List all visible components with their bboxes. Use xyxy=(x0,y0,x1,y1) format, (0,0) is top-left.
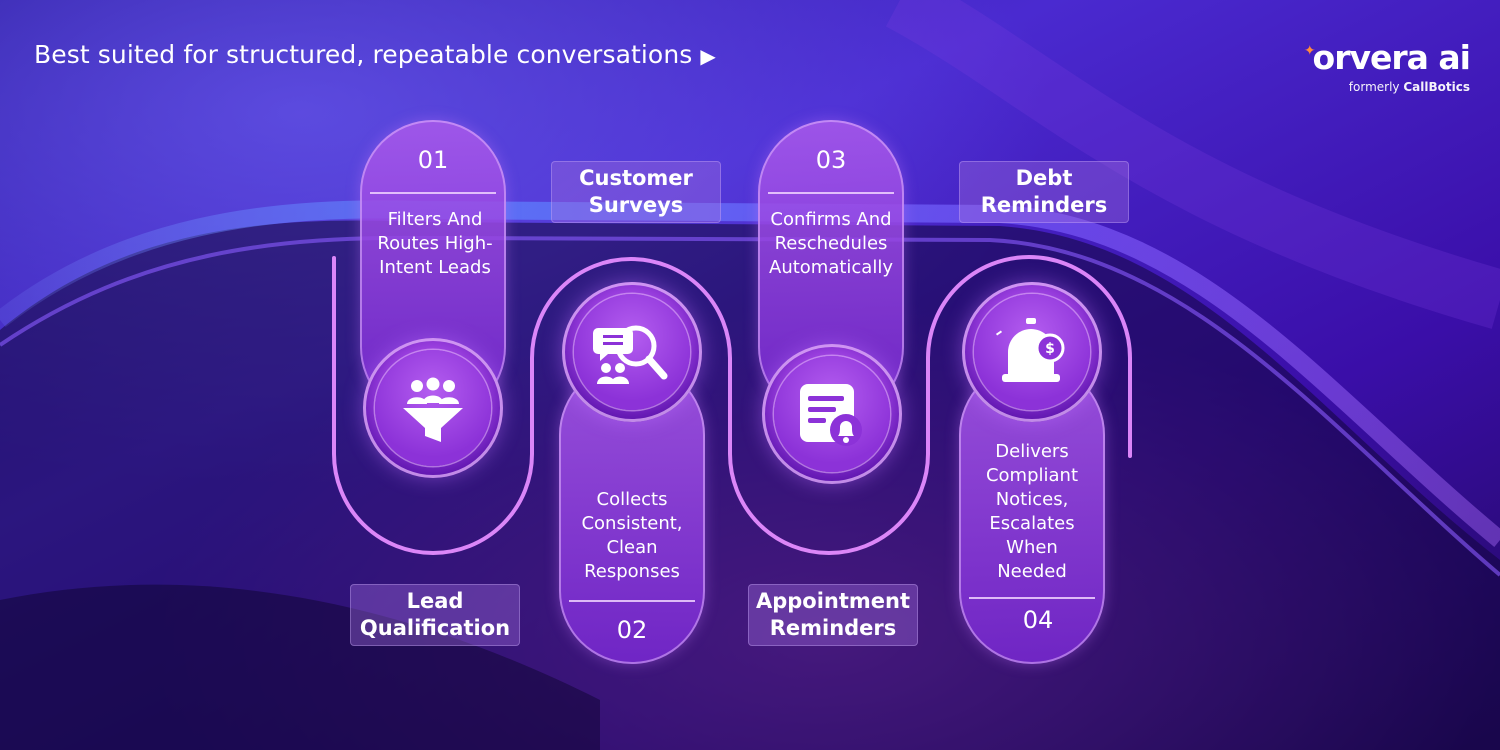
step-1-label: Lead Qualification xyxy=(350,584,520,646)
page-title: Best suited for structured, repeatable c… xyxy=(34,40,716,69)
brand-tagline: formerly CallBotics xyxy=(1348,80,1470,94)
step-1-divider xyxy=(370,192,496,194)
step-3-description: Confirms And Reschedules Automatically xyxy=(769,209,893,278)
step-2-label: Customer Surveys xyxy=(551,161,721,223)
funnel-people-icon xyxy=(403,377,463,442)
survey-search-icon xyxy=(593,325,668,384)
step-2-divider xyxy=(569,600,695,602)
play-arrow-icon: ▶ xyxy=(700,44,716,68)
svg-text:$: $ xyxy=(1045,341,1055,357)
step-4-number: 04 xyxy=(1022,606,1054,634)
bell-dollar-icon: $ xyxy=(995,318,1065,382)
step-1-description: Filters And Routes High-Intent Leads xyxy=(377,209,493,278)
step-2-description: Collects Consistent, Clean Responses xyxy=(581,489,683,582)
step-3-divider xyxy=(768,192,894,194)
step-3-number: 03 xyxy=(815,146,847,174)
step-4-description: Delivers Compliant Notices, Escalates Wh… xyxy=(985,441,1079,582)
brand-name: orvera ai xyxy=(1312,38,1471,77)
spark-icon: ✦ xyxy=(1303,43,1316,59)
step-1-number: 01 xyxy=(417,146,449,174)
step-2-orb xyxy=(562,282,702,422)
step-2-number: 02 xyxy=(616,616,648,644)
step-3-label: Appointment Reminders xyxy=(748,584,918,646)
step-1-orb xyxy=(363,338,503,478)
step-4-orb: $ xyxy=(962,282,1102,422)
brand-logo: ✦orvera ai formerly CallBotics xyxy=(1290,38,1471,98)
calendar-bell-icon xyxy=(800,384,862,446)
step-4-divider xyxy=(969,597,1095,599)
step-3-orb xyxy=(762,344,902,484)
step-4-label: Debt Reminders xyxy=(959,161,1129,223)
